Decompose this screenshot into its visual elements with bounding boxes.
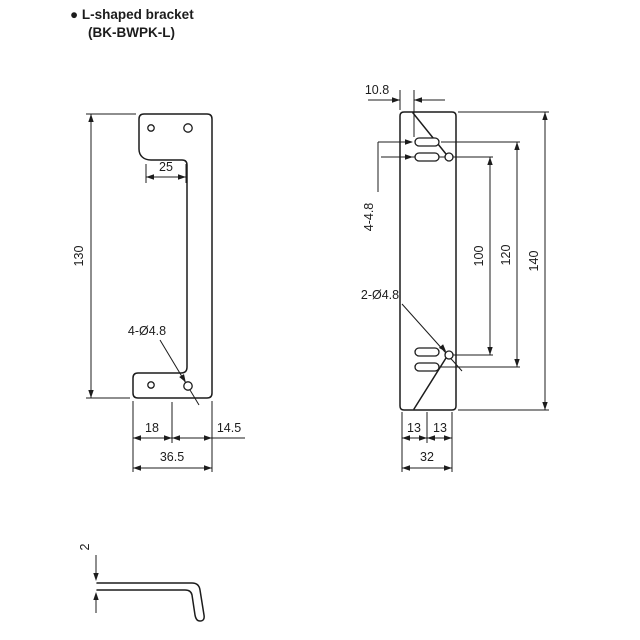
slot-hole — [414, 137, 440, 147]
bend-edge — [413, 357, 447, 410]
dim-top-offset: 10.8 — [365, 83, 445, 137]
arrowhead — [487, 347, 493, 355]
arrowhead — [204, 435, 212, 441]
arrowhead — [444, 435, 452, 441]
slot-hole — [414, 362, 440, 372]
round-hole — [444, 350, 454, 360]
mounting-hole — [147, 124, 155, 132]
dim-label: 25 — [159, 160, 173, 174]
front-view-outline — [399, 111, 457, 411]
dim-overall-height: 140 — [527, 112, 548, 410]
dim-label: 18 — [145, 421, 159, 435]
dim-slot-pitch: 120 — [499, 142, 520, 367]
side-view: 25 130 4-Ø4.8 18 14.5 — [72, 113, 245, 472]
dim-label: 13 — [407, 421, 421, 435]
arrowhead — [88, 114, 94, 122]
arrowhead — [133, 465, 141, 471]
thickness-view-outline — [96, 582, 205, 622]
slot-callout-label: 4-4.8 — [362, 203, 376, 232]
arrowhead — [514, 142, 520, 150]
arrowhead — [88, 390, 94, 398]
slot-hole — [414, 347, 440, 357]
dim-hole-pitch: 100 — [472, 157, 493, 355]
arrowhead — [93, 573, 99, 581]
dim-label: 14.5 — [217, 421, 241, 435]
hole-callout-label: 4-Ø4.8 — [128, 324, 166, 338]
arrowhead — [414, 97, 422, 103]
arrowhead — [93, 592, 99, 600]
arrowhead — [172, 435, 180, 441]
arrowhead — [542, 112, 548, 120]
dim-label: 140 — [527, 251, 541, 272]
dim-label: 100 — [472, 246, 486, 267]
side-view-outline — [132, 113, 213, 399]
dim-height: 130 — [72, 113, 136, 399]
arrowhead — [146, 174, 154, 180]
slot-hole — [414, 152, 440, 162]
front-view: 10.8 4-4.8 2-Ø4.8 100 120 — [361, 83, 549, 472]
dim-label: 32 — [420, 450, 434, 464]
mounting-hole — [147, 381, 155, 389]
mounting-hole — [183, 123, 193, 133]
leader-arrowhead — [405, 154, 413, 160]
dim-bottom: 13 13 32 — [401, 412, 453, 472]
leader-arrowhead — [438, 344, 447, 352]
dim-label: 36.5 — [160, 450, 184, 464]
dim-top-width: 25 — [145, 160, 187, 183]
arrowhead — [204, 465, 212, 471]
dim-label: 120 — [499, 245, 513, 266]
arrowhead — [402, 435, 410, 441]
dim-label: 130 — [72, 246, 86, 267]
title-block: ● L-shaped bracket (BK-BWPK-L) — [70, 7, 194, 40]
arrowhead — [487, 157, 493, 165]
leader-arrowhead — [405, 139, 413, 145]
dim-label: 13 — [433, 421, 447, 435]
arrowhead — [514, 359, 520, 367]
round-hole — [444, 152, 454, 162]
arrowhead — [178, 174, 186, 180]
bend-edge — [412, 112, 447, 155]
leader-arrowhead — [179, 374, 186, 383]
arrowhead — [427, 435, 435, 441]
dim-thickness: 2 — [78, 543, 99, 613]
thickness-view: 2 — [78, 543, 205, 622]
mounting-hole — [183, 381, 193, 391]
hole-callout-label: 2-Ø4.8 — [361, 288, 399, 302]
arrowhead — [133, 435, 141, 441]
dim-foot: 18 14.5 36.5 — [132, 401, 245, 472]
arrowhead — [392, 97, 400, 103]
part-number: (BK-BWPK-L) — [88, 25, 175, 40]
leader-line — [401, 303, 463, 372]
arrowhead — [402, 465, 410, 471]
slot-callout: 4-4.8 — [362, 139, 413, 231]
arrowhead — [444, 465, 452, 471]
dim-label: 10.8 — [365, 83, 389, 97]
arrowhead — [164, 435, 172, 441]
arrowhead — [419, 435, 427, 441]
drawing-title: ● L-shaped bracket — [70, 7, 194, 22]
arrowhead — [542, 402, 548, 410]
dim-label: 2 — [78, 543, 92, 550]
